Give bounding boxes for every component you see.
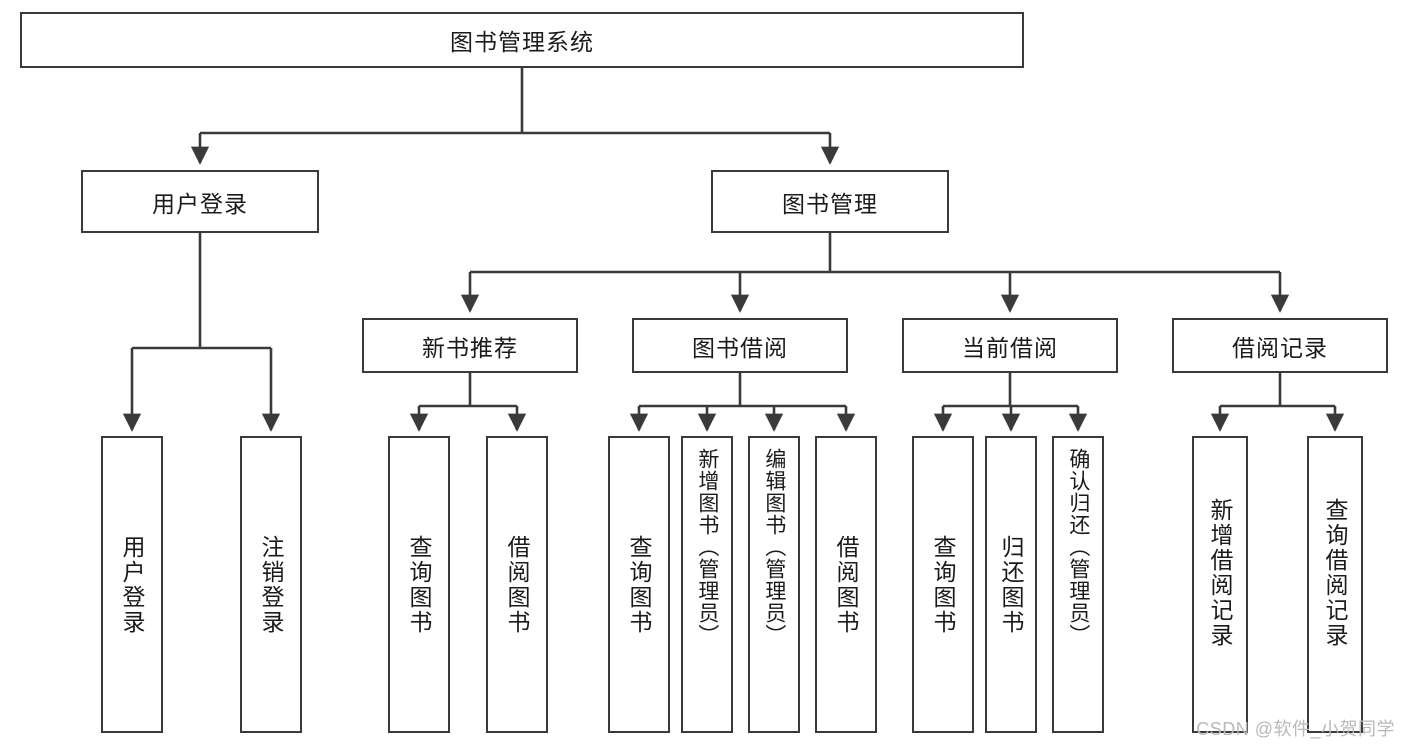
- node-leaf-borrow-book-1[interactable]: 借阅图书: [486, 436, 548, 733]
- node-book-borrow[interactable]: 图书借阅: [632, 318, 848, 373]
- node-new-book-recommend[interactable]: 新书推荐: [362, 318, 578, 373]
- node-leaf-return-book-label: 归还图书: [997, 534, 1024, 635]
- node-leaf-add-book[interactable]: 新增图书（管理员）: [681, 436, 733, 733]
- node-leaf-confirm-return[interactable]: 确认归还（管理员）: [1052, 436, 1104, 733]
- node-borrow-record[interactable]: 借阅记录: [1172, 318, 1388, 373]
- node-leaf-add-borrow-record-label: 新增借阅记录: [1206, 498, 1233, 648]
- node-leaf-return-book[interactable]: 归还图书: [985, 436, 1037, 733]
- csdn-watermark: CSDN @软件_小贺同学: [1196, 719, 1395, 739]
- node-leaf-user-logout-label: 注销登录: [257, 534, 284, 635]
- node-leaf-borrow-book-2-label: 借阅图书: [832, 534, 859, 635]
- node-leaf-user-login[interactable]: 用户登录: [101, 436, 163, 733]
- node-leaf-query-book-2-label: 查询图书: [625, 534, 652, 635]
- node-leaf-add-borrow-record[interactable]: 新增借阅记录: [1192, 436, 1248, 733]
- node-root-label: 图书管理系统: [450, 29, 594, 55]
- node-leaf-confirm-return-label: 确认归还（管理员）: [1066, 448, 1090, 646]
- node-leaf-user-logout[interactable]: 注销登录: [240, 436, 302, 733]
- node-leaf-user-login-label: 用户登录: [118, 534, 145, 635]
- node-leaf-query-book-1-label: 查询图书: [405, 534, 432, 635]
- node-leaf-query-book-2[interactable]: 查询图书: [608, 436, 670, 733]
- node-leaf-borrow-book-2[interactable]: 借阅图书: [815, 436, 877, 733]
- node-root[interactable]: 图书管理系统: [20, 12, 1024, 68]
- node-user-login-label: 用户登录: [152, 190, 248, 217]
- node-new-book-recommend-label: 新书推荐: [422, 334, 518, 361]
- node-leaf-query-book-3-label: 查询图书: [929, 534, 956, 635]
- node-current-borrow[interactable]: 当前借阅: [902, 318, 1118, 373]
- node-leaf-query-borrow-record-label: 查询借阅记录: [1321, 498, 1348, 648]
- node-user-login[interactable]: 用户登录: [81, 170, 319, 233]
- node-leaf-query-book-3[interactable]: 查询图书: [912, 436, 974, 733]
- node-leaf-query-borrow-record[interactable]: 查询借阅记录: [1307, 436, 1363, 733]
- node-leaf-borrow-book-1-label: 借阅图书: [503, 534, 530, 635]
- node-leaf-add-book-label: 新增图书（管理员）: [695, 448, 719, 646]
- node-leaf-edit-book[interactable]: 编辑图书（管理员）: [748, 436, 800, 733]
- node-leaf-edit-book-label: 编辑图书（管理员）: [762, 448, 786, 646]
- node-current-borrow-label: 当前借阅: [962, 334, 1058, 361]
- node-book-management[interactable]: 图书管理: [711, 170, 949, 233]
- node-book-management-label: 图书管理: [782, 190, 878, 217]
- node-borrow-record-label: 借阅记录: [1232, 334, 1328, 361]
- node-leaf-query-book-1[interactable]: 查询图书: [388, 436, 450, 733]
- node-book-borrow-label: 图书借阅: [692, 334, 788, 361]
